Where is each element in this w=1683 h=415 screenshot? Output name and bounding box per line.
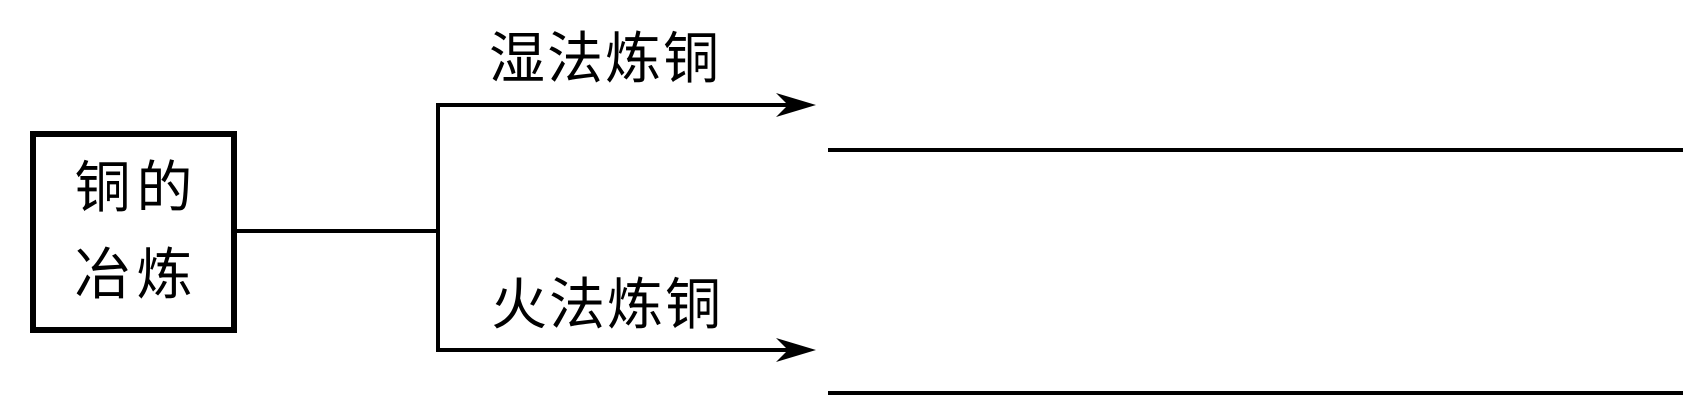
root-node-box: 铜的 冶炼	[30, 131, 237, 333]
branch-label-fire-method: 火法炼铜	[491, 273, 723, 338]
fire-branch-arrowhead-icon	[776, 338, 816, 362]
branch-label-wet-method: 湿法炼铜	[489, 27, 721, 92]
root-node-label-line2: 冶炼	[74, 243, 199, 308]
wet-branch-arrowhead-icon	[776, 93, 816, 117]
root-node-label-line1: 铜的	[74, 156, 199, 221]
